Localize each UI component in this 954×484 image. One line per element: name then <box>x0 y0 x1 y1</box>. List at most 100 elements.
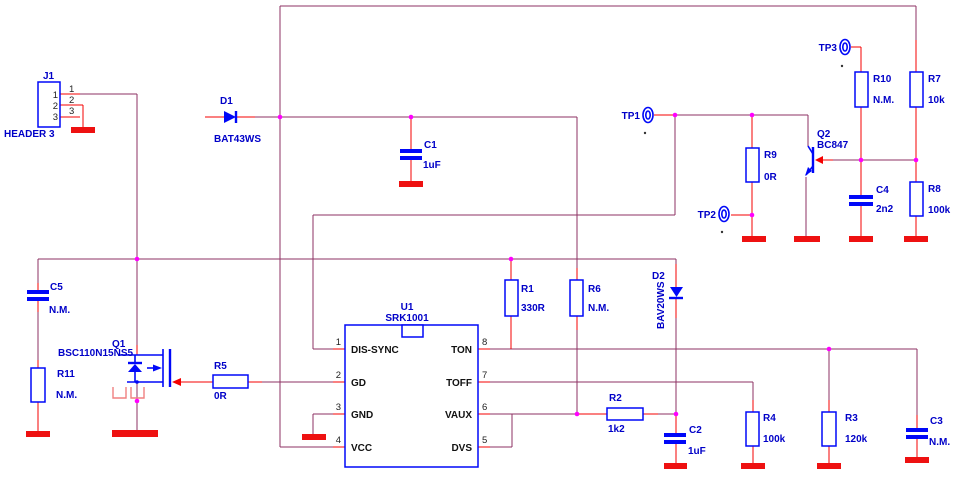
j1-pin1-outer: 1 <box>69 84 74 95</box>
net-vaux-wire <box>490 318 677 448</box>
capacitor-c4: C4 2n2 <box>849 185 894 215</box>
r7-value-label: 10k <box>928 95 945 106</box>
ground-c1 <box>399 181 423 187</box>
r11-value-label: N.M. <box>56 390 77 401</box>
tp2-outer-circle <box>718 205 730 223</box>
ground-j1 <box>71 127 95 133</box>
ground-c4 <box>849 236 873 242</box>
ground-u1 <box>302 434 326 440</box>
net-gnd-pin-wire <box>312 413 333 434</box>
r11-body <box>30 367 46 403</box>
r7-body <box>909 71 924 108</box>
d2-triangle <box>670 287 683 297</box>
c4-plate-top <box>849 195 873 199</box>
r1-value-label: 330R <box>521 303 546 314</box>
c2-plate-top <box>664 433 686 437</box>
resistor-r6: R6 N.M. <box>569 279 609 317</box>
c3-value-label: N.M. <box>929 437 950 448</box>
r5-value-label: 0R <box>214 391 228 402</box>
junction-dot <box>673 411 679 417</box>
c3-ref-label: C3 <box>930 416 943 427</box>
testpoint-tp2: TP2 <box>698 205 730 234</box>
net-ton-wire <box>490 348 918 415</box>
r9-body <box>745 147 760 183</box>
junction-dot <box>277 114 283 120</box>
u1-pin4-name: VCC <box>351 443 372 454</box>
junction-dots <box>134 112 919 417</box>
tp1-outer-circle <box>642 106 654 124</box>
c1-plate-top <box>400 149 422 153</box>
u1-value-label: SRK1001 <box>385 313 429 324</box>
net-dis-sync-wire <box>312 114 809 350</box>
u1-pin8-name: TON <box>451 345 472 356</box>
u1-pin3-name: GND <box>351 410 373 421</box>
ground-r9 <box>742 236 766 242</box>
d2-ref-label: D2 <box>652 271 665 282</box>
r4-ref-label: R4 <box>763 413 776 424</box>
c1-plate-bottom <box>400 156 422 160</box>
c5-plate-top <box>27 290 49 294</box>
r4-body <box>745 411 760 447</box>
tp1-marker-dot <box>643 131 647 135</box>
u1-pin1-name: DIS-SYNC <box>351 345 399 356</box>
resistor-r4: R4 100k <box>745 411 786 447</box>
r6-value-label: N.M. <box>588 303 609 314</box>
ground-r8 <box>904 236 928 242</box>
c4-plate-bottom <box>849 202 873 206</box>
r7-ref-label: R7 <box>928 74 941 85</box>
j1-value-label: HEADER 3 <box>4 129 55 140</box>
ground-q1 <box>112 430 158 437</box>
u1-pin4-number: 4 <box>336 435 341 446</box>
u1-pin2-name: GD <box>351 378 366 389</box>
tp3-marker-dot <box>840 64 844 68</box>
ground-c5-r11 <box>26 431 50 437</box>
component-leads <box>37 40 918 463</box>
q1-gate-arrow-icon <box>172 378 181 386</box>
r2-body <box>606 407 644 421</box>
c4-value-label: 2n2 <box>876 204 894 215</box>
c1-value-label: 1uF <box>423 160 441 171</box>
c2-value-label: 1uF <box>688 446 706 457</box>
q1-node-dot <box>135 380 139 384</box>
q1-value-label: BSC110N15NS5 <box>58 348 133 359</box>
net-toff-wire <box>490 381 754 400</box>
r2-value-label: 1k2 <box>608 424 625 435</box>
q2-emitter-arrow <box>805 167 812 176</box>
tp3-outer-circle <box>839 38 851 56</box>
r3-ref-label: R3 <box>845 413 858 424</box>
ground-c2 <box>664 463 687 469</box>
c4-ref-label: C4 <box>876 185 889 196</box>
junction-dot <box>913 157 919 163</box>
j1-pin2-outer: 2 <box>69 95 74 106</box>
resistor-r2: R2 1k2 <box>606 393 644 435</box>
transistor-q2: Q2 BC847 <box>805 129 849 176</box>
r8-ref-label: R8 <box>928 184 941 195</box>
j1-pin3-outer: 3 <box>69 106 74 117</box>
c3-plate-top <box>906 428 928 432</box>
junction-dot <box>134 398 140 404</box>
capacitor-c1: C1 1uF <box>400 140 441 171</box>
q2-collector-line <box>807 145 814 155</box>
r2-ref-label: R2 <box>609 393 622 404</box>
q1-source-bracket <box>112 387 145 399</box>
ground-r4 <box>741 463 765 469</box>
r5-ref-label: R5 <box>214 361 227 372</box>
d2-value-label: BAV20WS <box>656 281 667 329</box>
ground-c3 <box>905 457 929 463</box>
u1-pin7-name: TOFF <box>446 378 472 389</box>
r9-value-label: 0R <box>764 172 778 183</box>
tp2-marker-dot <box>720 230 724 234</box>
c2-ref-label: C2 <box>689 425 702 436</box>
c5-ref-label: C5 <box>50 282 63 293</box>
u1-ref-label: U1 <box>401 302 414 313</box>
junction-dot <box>508 256 514 262</box>
u1-pin2-number: 2 <box>336 370 341 381</box>
ground-r3 <box>817 463 841 469</box>
c3-plate-bottom <box>906 435 928 439</box>
u1-pin5-name: DVS <box>451 443 472 454</box>
c2-plate-bottom <box>664 440 686 444</box>
net-vcc-wire <box>255 5 917 448</box>
r5-body <box>212 374 249 389</box>
resistor-r11: R11 N.M. <box>30 367 77 403</box>
